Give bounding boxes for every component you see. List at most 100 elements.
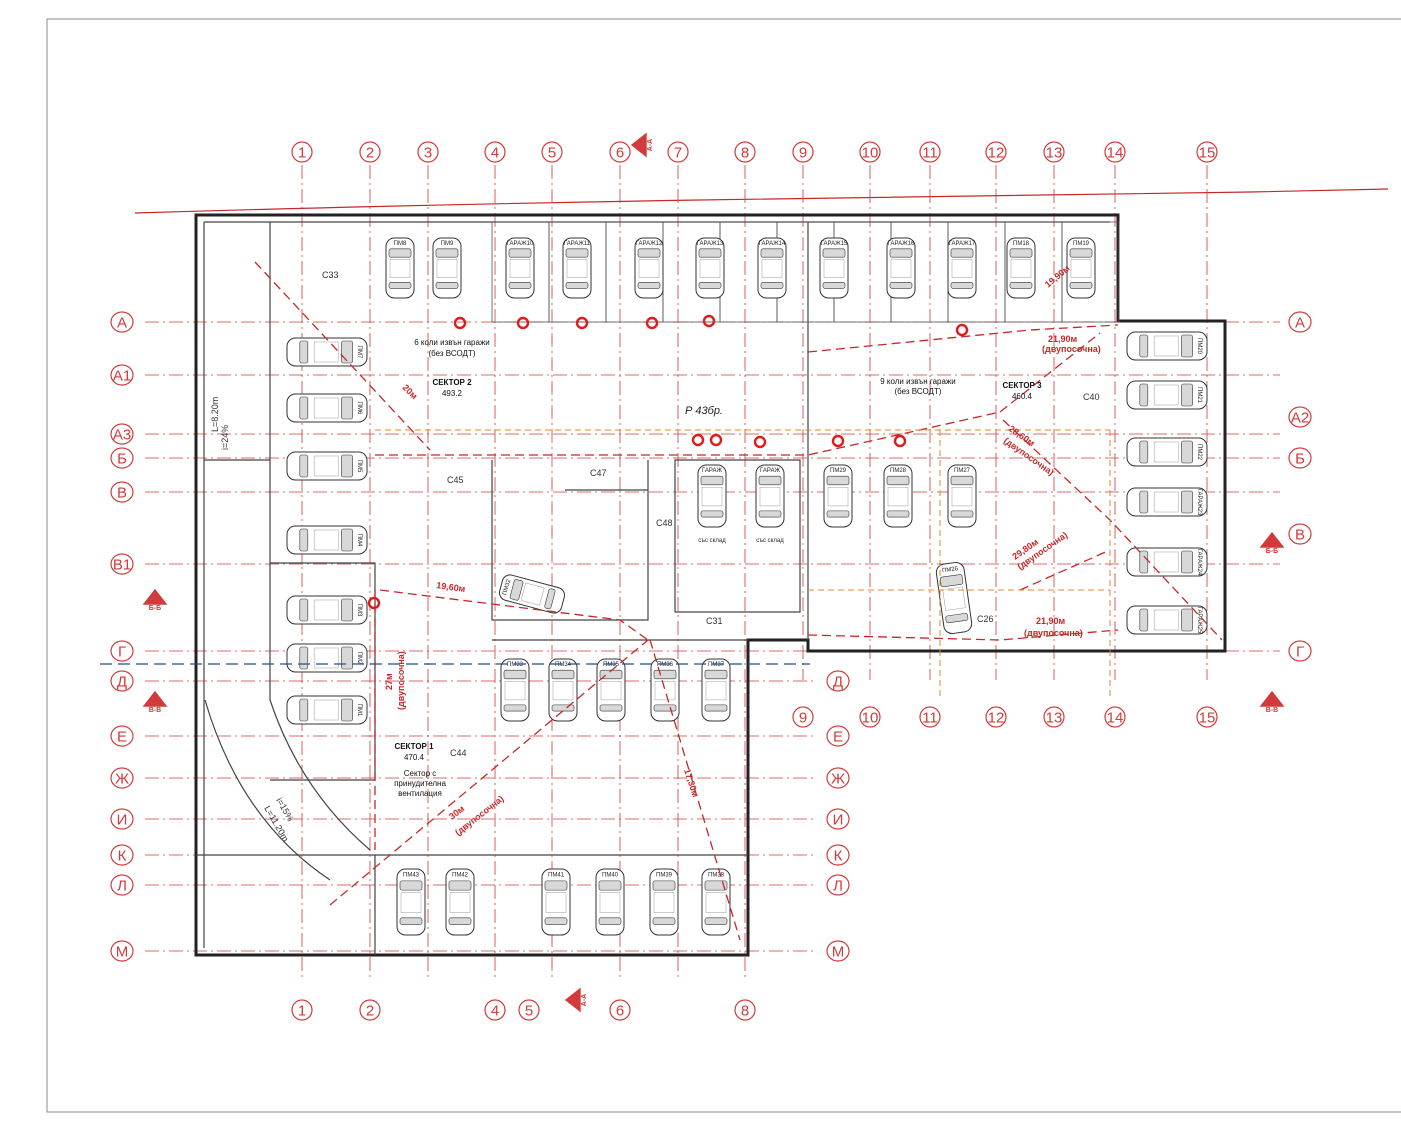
car-label: ПМ34 — [555, 662, 572, 668]
car-pm26: ПМ26 — [935, 561, 973, 635]
axis-right-3: Б — [1288, 447, 1312, 469]
svg-text:6 коли извън гаражи: 6 коли извън гаражи — [414, 338, 490, 347]
hydrant-2 — [516, 316, 530, 330]
axis-mid-right-7: М — [826, 940, 850, 962]
hydrant-10 — [831, 434, 845, 448]
axis-top-4: 4 — [484, 141, 506, 163]
fire-hydrants — [367, 314, 969, 610]
svg-text:6: 6 — [616, 145, 624, 162]
axis-left-13: Л — [110, 874, 134, 896]
axis-mid-3: 11 — [919, 706, 941, 728]
hydrant-3 — [575, 316, 589, 330]
svg-text:12: 12 — [988, 710, 1005, 727]
car-label: ПМ36 — [657, 662, 674, 668]
svg-text:Д: Д — [117, 674, 127, 691]
svg-text:Г: Г — [118, 644, 126, 661]
svg-text:СЕКТОР 1: СЕКТОР 1 — [394, 742, 434, 751]
car-top-6: ГАРАЖ13 — [695, 237, 725, 299]
car-label: ПМ9 — [441, 241, 454, 247]
axis-mid-6: 14 — [1104, 706, 1126, 728]
axis-left-4: Б — [110, 447, 134, 469]
axis-mid-right-5: К — [826, 844, 850, 866]
svg-text:С33: С33 — [322, 270, 339, 280]
svg-text:С40: С40 — [1083, 392, 1100, 402]
svg-text:10: 10 — [862, 710, 879, 727]
car-label: ПМ27 — [954, 468, 971, 474]
svg-text:СЕКТОР 2: СЕКТОР 2 — [432, 378, 472, 387]
car-left-3: ПМ5 — [286, 451, 368, 481]
svg-text:Б-Б: Б-Б — [149, 605, 161, 612]
svg-text:Е: Е — [833, 729, 843, 746]
svg-text:С31: С31 — [706, 616, 723, 626]
svg-text:5: 5 — [548, 145, 556, 162]
svg-text:Р: Р — [1270, 697, 1275, 704]
car-label: ПМ28 — [890, 468, 907, 474]
axis-mid-right-4: И — [826, 808, 850, 830]
car-label: ГАРАЖ15 — [821, 241, 848, 247]
axis-mid-5: 13 — [1043, 706, 1065, 728]
svg-text:М: М — [832, 944, 845, 961]
axis-left-2: А1 — [110, 364, 134, 386]
car-mid-4: ПМ28 — [883, 464, 913, 528]
ramp-labels: i=15% L=11.20m i=24% L=8.20m — [210, 397, 296, 844]
car-mid-3: ПМ29 — [823, 464, 853, 528]
axis-left-3: А3 — [110, 423, 134, 445]
axis-left-8: Д — [110, 670, 134, 692]
svg-text:5: 5 — [525, 1003, 533, 1020]
hydrant-5 — [702, 314, 716, 328]
car-label: ПМ35 — [603, 662, 620, 668]
car-label: ПМ33 — [507, 662, 524, 668]
axis-top-11: 11 — [919, 141, 941, 163]
sector-3-label: 9 коли извън гаражи (без ВСОДТ) СЕКТОР 3… — [880, 377, 1042, 401]
car-label: ГАРАЖ13 — [697, 241, 724, 247]
sector-1-label: СЕКТОР 1 470.4 Сектор с принудителна вен… — [394, 742, 446, 798]
svg-text:С44: С44 — [450, 748, 467, 758]
svg-text:9 коли извън гаражи: 9 коли извън гаражи — [880, 377, 956, 386]
svg-text:4: 4 — [491, 1003, 499, 1020]
car-label: ПМ6 — [356, 402, 362, 415]
axis-mid-right-1: Д — [826, 670, 850, 692]
svg-text:13: 13 — [1046, 145, 1063, 162]
svg-text:9: 9 — [799, 145, 807, 162]
svg-text:К: К — [834, 848, 843, 865]
car-center-4: ПМ36 — [650, 658, 680, 722]
svg-text:Р: Р — [571, 997, 578, 1002]
svg-text:(без ВСОДТ): (без ВСОДТ) — [428, 349, 475, 358]
car-top-8: ГАРАЖ15 — [819, 237, 849, 299]
car-mid-1: ГАРАЖ — [697, 464, 727, 528]
svg-text:Б: Б — [1295, 451, 1305, 468]
axis-top-9: 9 — [792, 141, 814, 163]
dim-20: 20м — [401, 382, 420, 401]
car-left-6: ПМ2 — [286, 643, 368, 673]
axis-mid-7: 15 — [1196, 706, 1218, 728]
sheet-frame — [46, 18, 1401, 1113]
car-label: ПМ22 — [1196, 444, 1202, 461]
svg-text:15: 15 — [1199, 145, 1216, 162]
section-b-b-left: Р Б-Б — [142, 588, 168, 612]
axis-mid-right-3: Ж — [826, 767, 850, 789]
svg-text:Р: Р — [153, 595, 158, 602]
axis-top-1: 1 — [291, 141, 313, 163]
svg-text:Р: Р — [153, 697, 158, 704]
car-right-6: ГАРАЖ25 — [1126, 605, 1208, 635]
svg-text:В: В — [117, 485, 127, 502]
svg-text:2: 2 — [366, 1003, 374, 1020]
car-label: ПМ26 — [942, 566, 959, 574]
hydrant-11 — [893, 434, 907, 448]
car-label: ПМ3 — [356, 604, 362, 617]
bay-top-11 — [1061, 221, 1120, 323]
dim-dvu-top: (двупосочна) — [1042, 344, 1101, 354]
svg-text:Б-Б: Б-Б — [1266, 548, 1278, 555]
svg-text:А2: А2 — [1291, 410, 1309, 427]
car-top-7: ГАРАЖ14 — [757, 237, 787, 299]
hydrant-6 — [955, 323, 969, 337]
axis-left-14: М — [110, 940, 134, 962]
axis-bottom-3: 4 — [484, 999, 506, 1021]
svg-text:13: 13 — [1046, 710, 1063, 727]
svg-text:6: 6 — [616, 1003, 624, 1020]
car-bottom-1: ПМ43 — [396, 868, 426, 936]
svg-text:14: 14 — [1107, 145, 1124, 162]
